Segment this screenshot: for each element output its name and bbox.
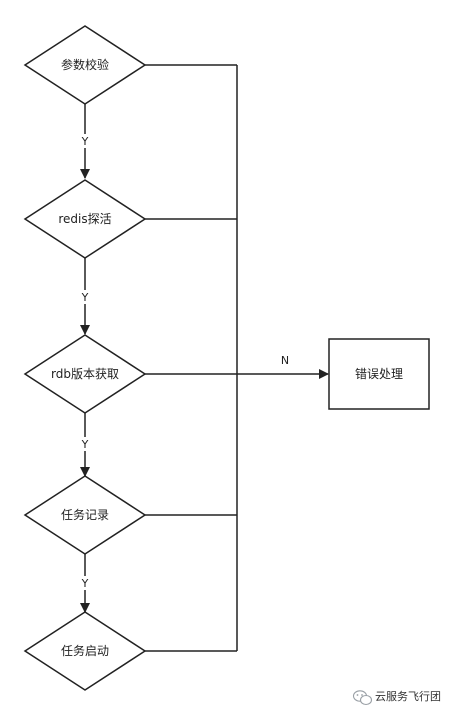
node-label-error-handle: 错误处理 [355,367,403,381]
edge-label-n: N [281,354,289,367]
edge-label-y-2: Y [81,291,89,304]
watermark: 云服务飞行团 [352,690,441,706]
node-rdb-version [23,334,147,414]
node-label-param-check: 参数校验 [61,57,109,72]
edge-label-y-4: Y [81,577,89,590]
edge-label-y-3: Y [81,438,89,451]
node-error-handle [328,338,430,410]
node-task-start [23,611,147,691]
node-param-check [23,25,147,105]
node-label-redis-probe: redis探活 [58,212,111,226]
node-redis-probe [23,179,147,259]
watermark-text: 云服务飞行团 [375,690,441,703]
node-task-record [23,475,147,555]
node-label-task-start: 任务启动 [61,643,109,658]
node-label-rdb-version: rdb版本获取 [51,367,119,381]
wechat-icon [352,690,373,706]
edge-label-y-1: Y [81,135,89,148]
error-collector-lines [145,64,238,652]
node-label-task-record: 任务记录 [61,507,109,522]
